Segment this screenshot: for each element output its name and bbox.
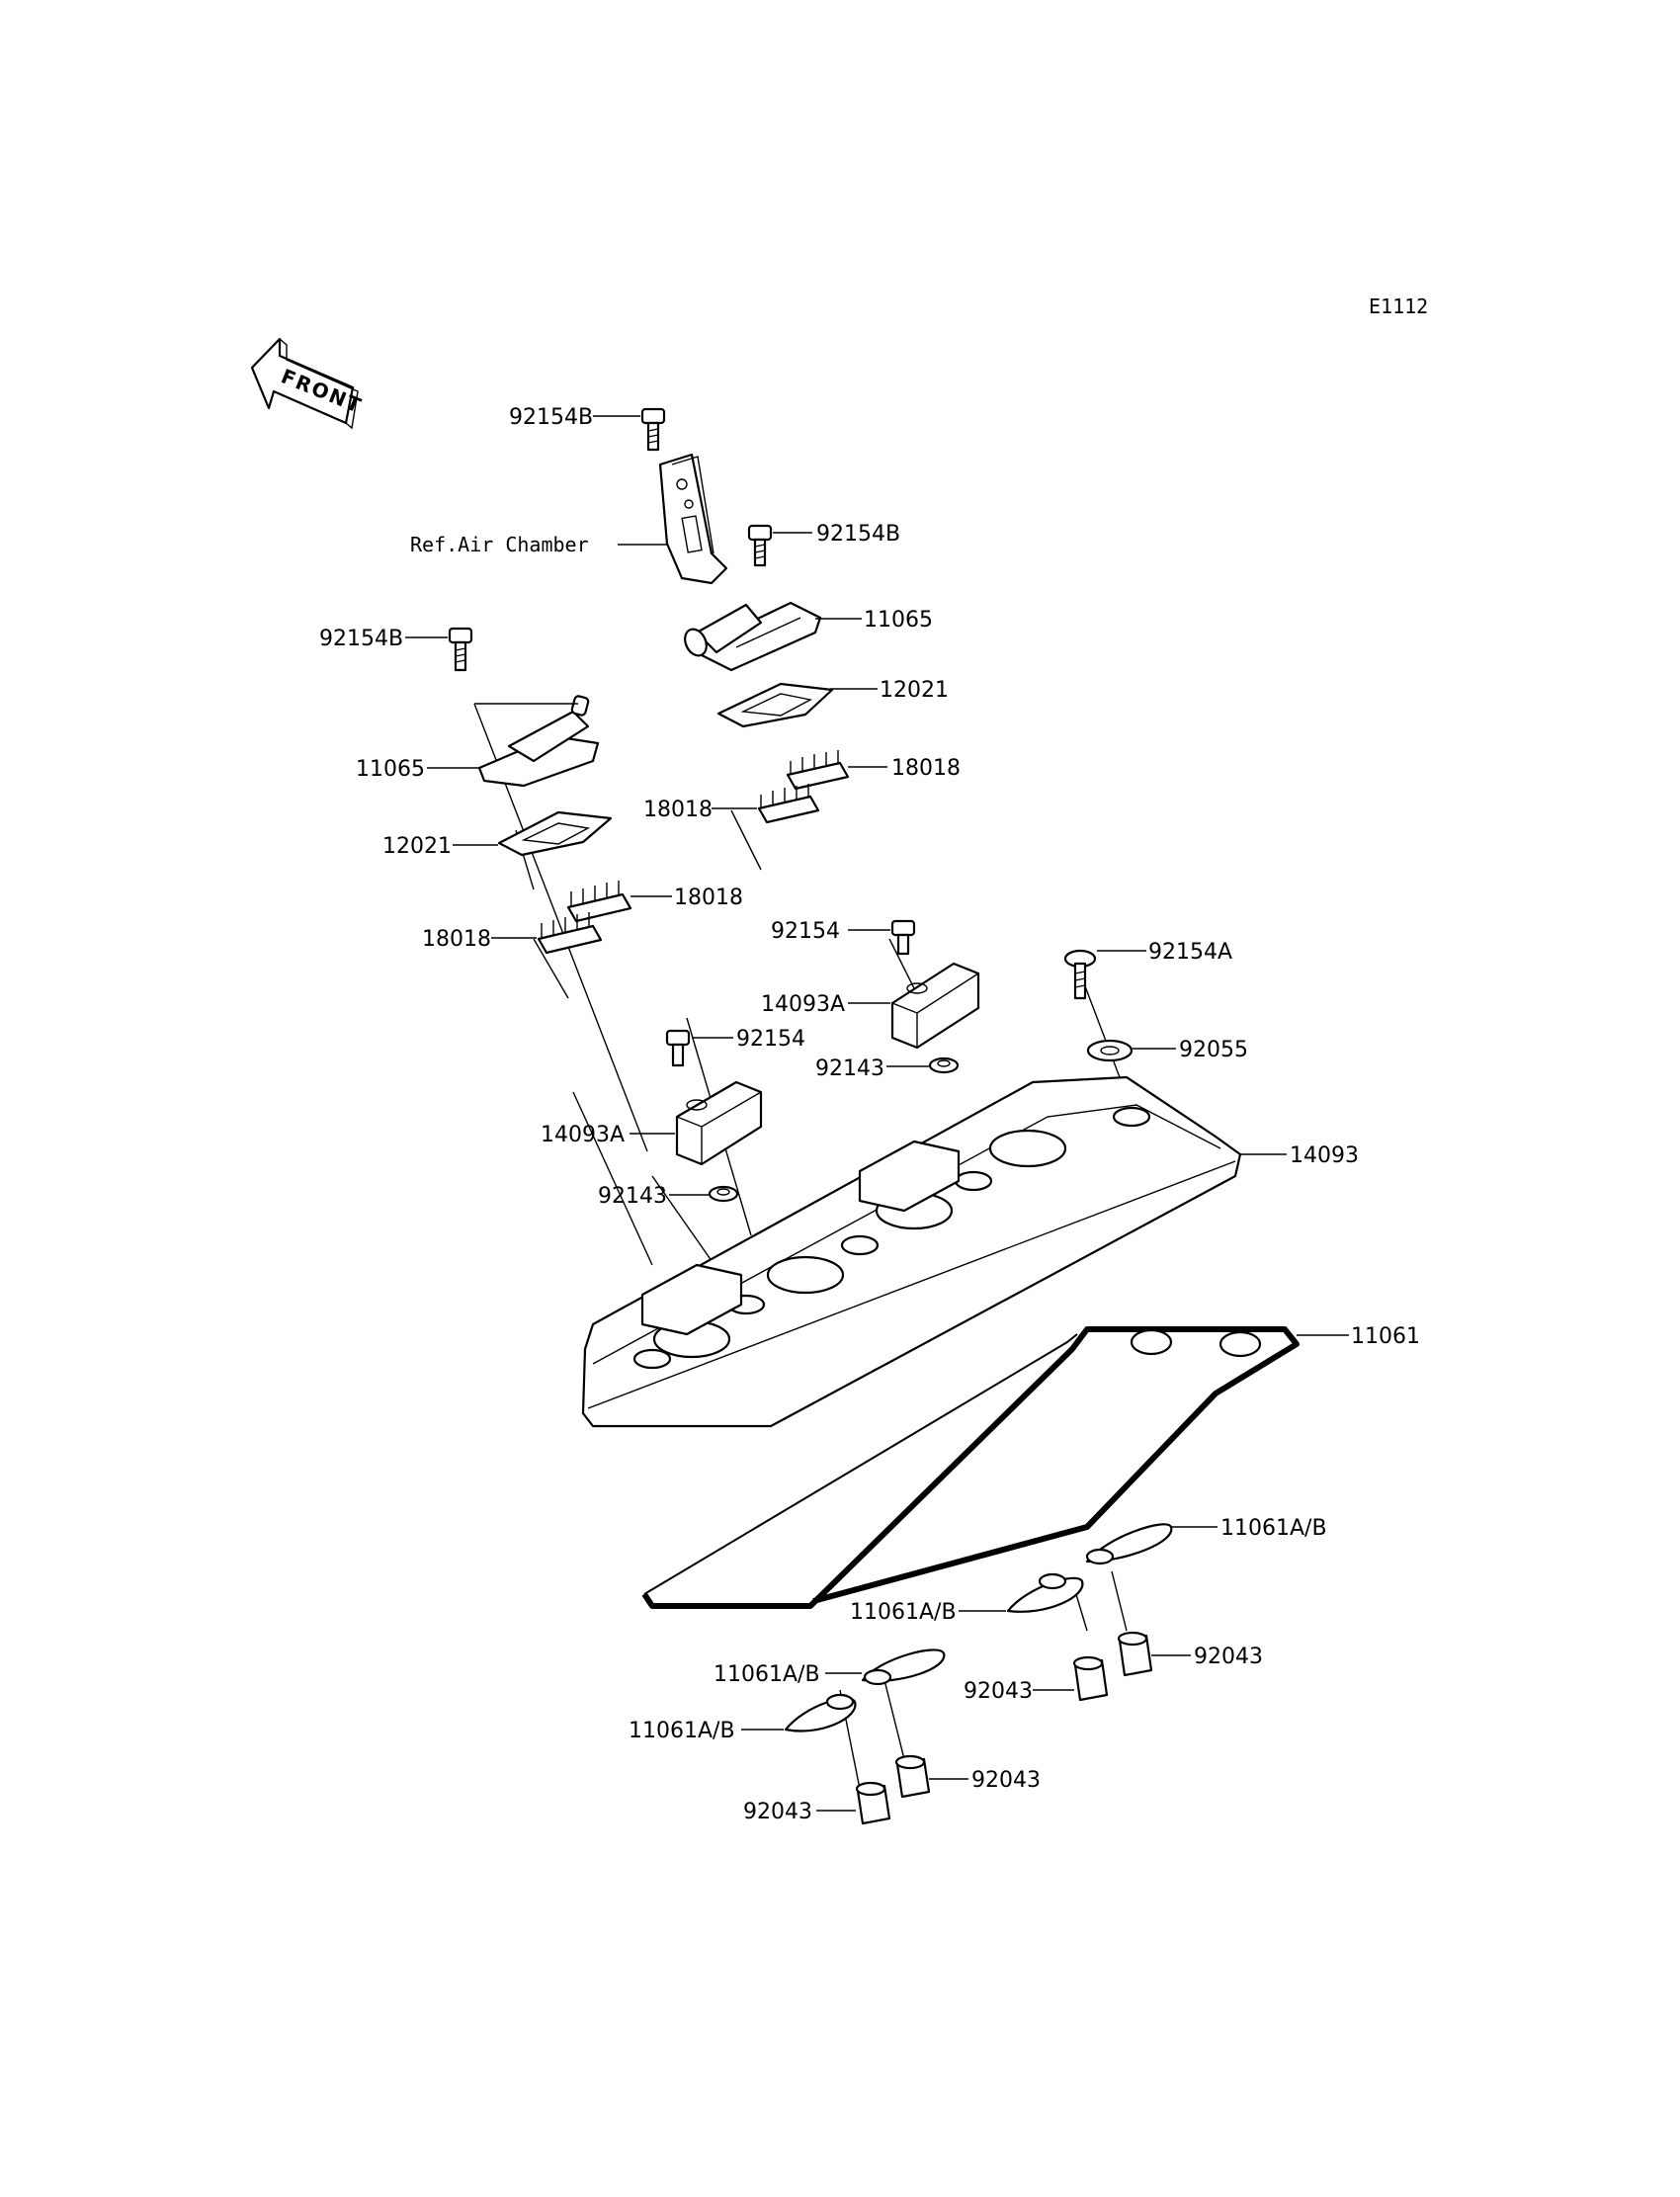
label-bolt-right-top: 92154B — [816, 522, 900, 547]
label-reed-left-lower: 18018 — [422, 927, 491, 952]
label-bolt-top: 92154B — [509, 405, 593, 430]
label-cover-left: 11065 — [356, 757, 425, 782]
grommet-left[interactable] — [708, 1185, 739, 1203]
label-gasket: 11061 — [1351, 1324, 1420, 1349]
front-arrow-icon: FRONT — [250, 337, 366, 430]
bolt-left[interactable] — [448, 627, 473, 672]
label-bolt-lower: 92154 — [736, 1027, 805, 1052]
bolt-lower[interactable] — [665, 1029, 691, 1067]
plug-gasket-2[interactable] — [1006, 1572, 1084, 1613]
cap-left[interactable] — [675, 1080, 763, 1166]
plug-gasket-3[interactable] — [861, 1648, 946, 1686]
cap-center[interactable] — [890, 962, 980, 1050]
bolt-top[interactable] — [640, 407, 666, 452]
collar-3[interactable] — [894, 1754, 931, 1799]
collar-4[interactable] — [855, 1781, 891, 1825]
label-grommet-center: 92143 — [815, 1056, 884, 1081]
reed-left-upper[interactable] — [566, 881, 632, 923]
plug-gasket-1[interactable] — [1085, 1523, 1173, 1565]
bolt-right-top[interactable] — [747, 524, 773, 567]
reed-cover-right[interactable] — [681, 601, 822, 672]
reed-right-upper[interactable] — [786, 750, 850, 791]
label-washer-right: 92055 — [1179, 1038, 1248, 1062]
label-plug-gasket-4: 11061A/B — [629, 1719, 735, 1743]
label-reed-right-upper: 18018 — [891, 756, 961, 781]
label-collar-1: 92043 — [1194, 1645, 1263, 1669]
reed-cover-left[interactable] — [474, 695, 600, 788]
air-chamber-bracket[interactable] — [658, 453, 728, 585]
label-head-cover: 14093 — [1290, 1143, 1359, 1168]
label-collar-3: 92043 — [971, 1768, 1041, 1793]
label-collar-4: 92043 — [743, 1800, 812, 1824]
reed-left-lower[interactable] — [537, 912, 603, 955]
washer-right[interactable] — [1086, 1039, 1134, 1062]
grommet-center[interactable] — [928, 1056, 960, 1074]
label-cap-left: 14093A — [541, 1123, 625, 1147]
label-grommet-left: 92143 — [598, 1184, 667, 1209]
label-plate-right: 12021 — [880, 678, 949, 703]
label-plate-left: 12021 — [382, 834, 452, 859]
label-cover-right: 11065 — [864, 608, 933, 633]
label-reed-right-lower: 18018 — [643, 798, 713, 822]
bolt-center[interactable] — [890, 919, 916, 956]
head-cover[interactable] — [581, 1075, 1242, 1428]
plate-right[interactable] — [716, 682, 834, 728]
bolt-far-right[interactable] — [1063, 949, 1097, 1000]
plate-left[interactable] — [497, 810, 613, 857]
label-ref-air-chamber: Ref.Air Chamber — [410, 533, 589, 556]
label-collar-2: 92043 — [964, 1679, 1033, 1704]
label-cap-center: 14093A — [761, 992, 845, 1017]
label-bolt-far-right: 92154A — [1148, 940, 1232, 965]
plug-gasket-4[interactable] — [784, 1693, 857, 1732]
reed-right-lower[interactable] — [757, 784, 820, 824]
label-reed-left-upper: 18018 — [674, 886, 743, 910]
label-plug-gasket-1: 11061A/B — [1220, 1516, 1327, 1541]
collar-2[interactable] — [1072, 1655, 1109, 1702]
diagram-code: E1112 — [1369, 295, 1428, 318]
label-plug-gasket-2: 11061A/B — [850, 1600, 957, 1625]
label-bolt-center: 92154 — [771, 919, 840, 944]
label-plug-gasket-3: 11061A/B — [714, 1662, 820, 1687]
label-bolt-left: 92154B — [319, 627, 403, 651]
collar-1[interactable] — [1117, 1631, 1153, 1677]
head-cover-gasket[interactable] — [641, 1326, 1300, 1609]
